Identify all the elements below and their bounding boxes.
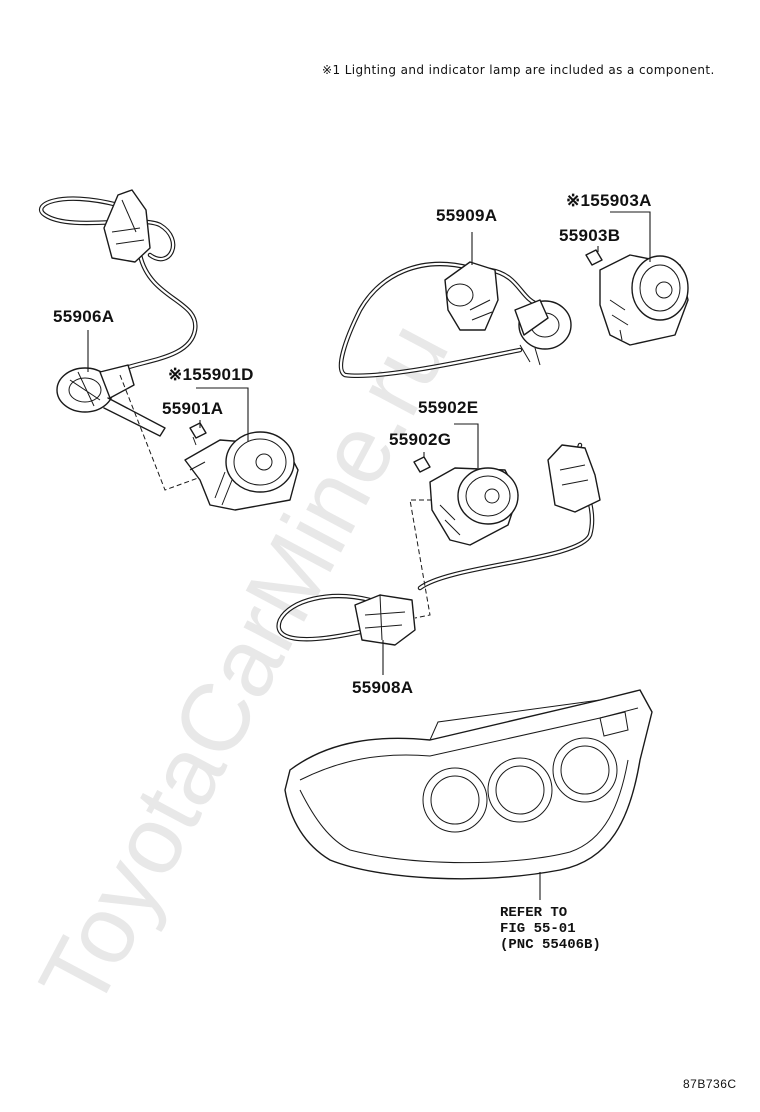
refer-note: REFER TO FIG 55-01 (PNC 55406B) [500,905,601,953]
harness-55906a [38,189,198,437]
refer-line-3: (PNC 55406B) [500,937,601,953]
fit-line-middle [409,499,432,619]
leader-lines [87,211,651,900]
part-label-55902e: 55902E [418,398,479,417]
heater-control-panel-bezel [284,689,653,880]
part-label-55903b: 55903B [559,226,621,245]
harness-55908a [276,442,601,646]
part-label-55901d: ※155901D [168,365,254,384]
switch-knob-55901d [184,422,299,511]
refer-line-1: REFER TO [500,905,568,921]
part-label-55901a: 55901A [162,399,224,418]
part-label-55903a: ※155903A [566,191,652,210]
harness-55909a [338,261,572,378]
figure-code: 87B736C [683,1077,737,1091]
refer-line-2: FIG 55-01 [500,921,576,937]
part-label-55908a: 55908A [352,678,414,697]
part-label-55902g: 55902G [389,430,452,449]
component-note: ※1 Lighting and indicator lamp are inclu… [322,63,715,77]
part-label-55906a: 55906A [53,307,115,326]
switch-knob-55902e [413,456,519,546]
switch-knob-55903a [585,249,689,346]
part-label-55909a: 55909A [436,206,498,225]
